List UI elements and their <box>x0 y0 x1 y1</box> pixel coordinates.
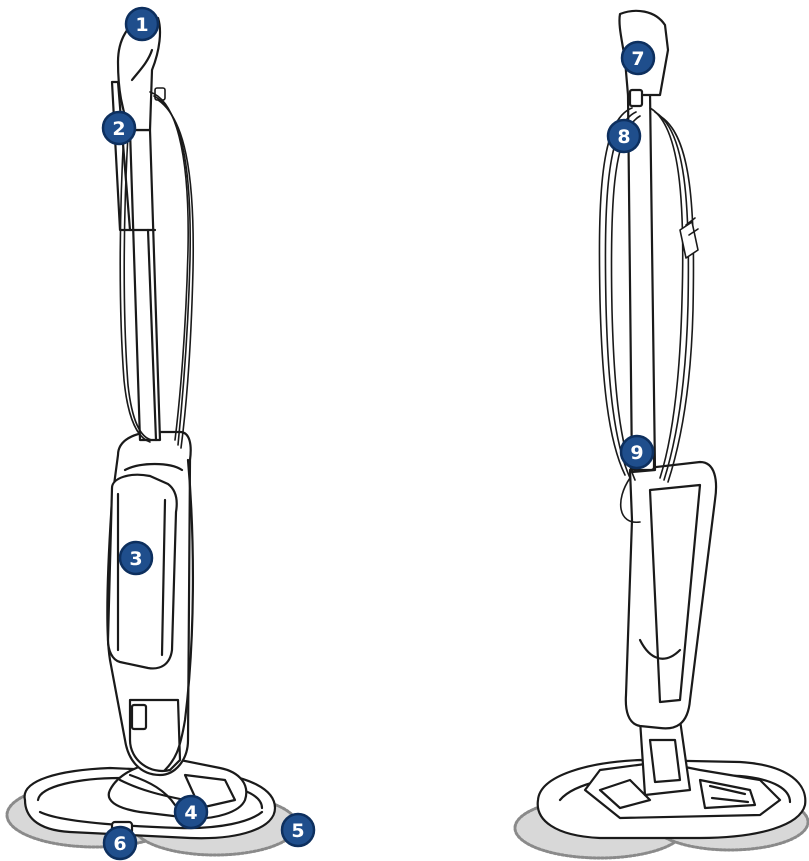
rear-upper-cord-hook <box>630 90 642 106</box>
rear-lower-body <box>626 462 716 728</box>
callout-8: 8 <box>608 120 640 152</box>
callout-2: 2 <box>103 112 135 144</box>
callout-1: 1 <box>126 8 158 40</box>
callout-2-label: 2 <box>112 118 125 140</box>
front-view <box>7 18 297 855</box>
callout-4: 4 <box>175 796 207 828</box>
callout-7-label: 7 <box>631 48 644 70</box>
callout-1-label: 1 <box>135 14 148 36</box>
callout-4-label: 4 <box>184 802 197 824</box>
callout-6: 6 <box>104 827 136 859</box>
callout-9: 9 <box>621 436 653 468</box>
callout-8-label: 8 <box>617 126 630 148</box>
callout-5-label: 5 <box>291 820 304 842</box>
callout-6-label: 6 <box>113 833 126 855</box>
callout-7: 7 <box>622 42 654 74</box>
callout-3-label: 3 <box>129 548 142 570</box>
callout-9-label: 9 <box>630 442 643 464</box>
callout-5: 5 <box>282 814 314 846</box>
callout-3: 3 <box>120 542 152 574</box>
front-handle-pole <box>130 130 160 440</box>
rear-view <box>515 11 808 858</box>
